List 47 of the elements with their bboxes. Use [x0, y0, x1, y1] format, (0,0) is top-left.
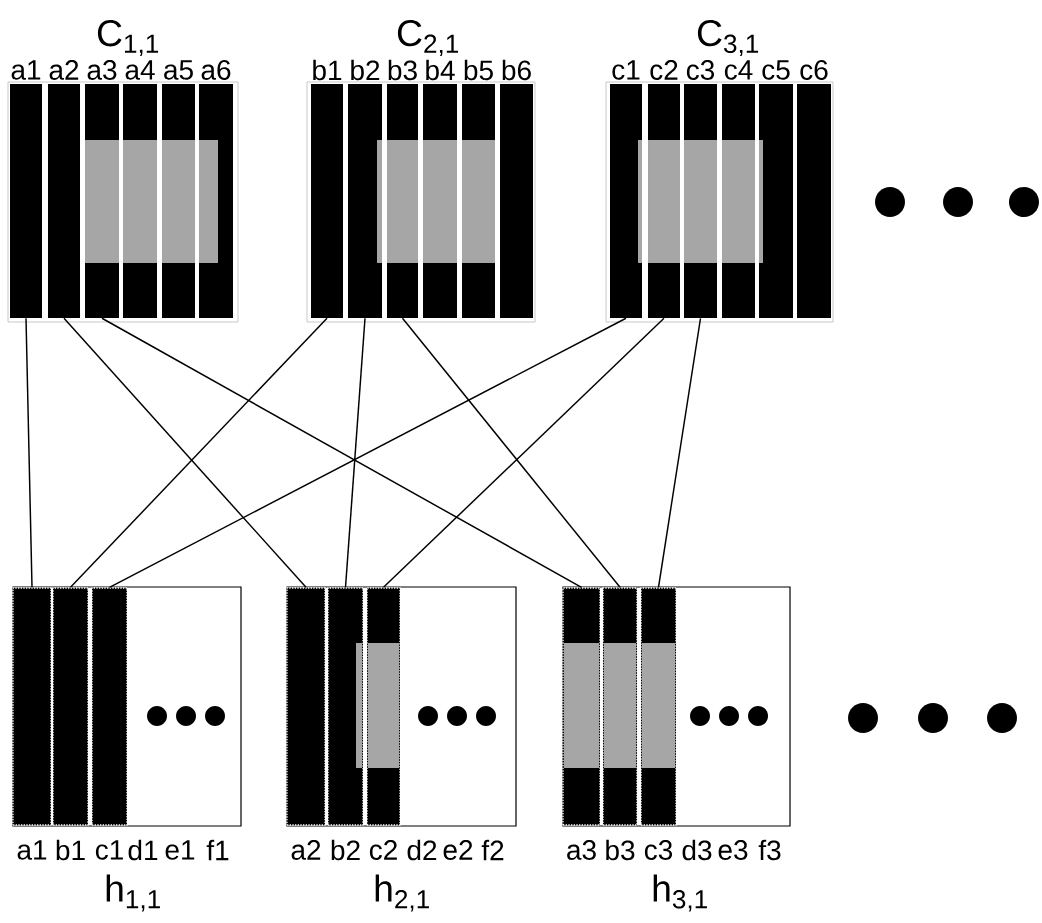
strip-label: a4	[125, 60, 155, 80]
strip-label: c2	[369, 840, 397, 860]
connector-line	[344, 317, 366, 589]
strip-label: c5	[762, 60, 790, 80]
panel-heading: C$_{3,1}$	[697, 19, 759, 57]
strip-label: a1	[17, 840, 47, 860]
panel-heading: C$_{1,1}$	[97, 20, 159, 56]
strip-label: a6	[201, 60, 231, 80]
strip-label: a5	[164, 60, 193, 80]
slot-label: e3	[718, 840, 748, 860]
strip-label: b2	[351, 59, 380, 81]
panel-heading: C$_{2,1}$	[397, 19, 459, 57]
slot-label: d3	[682, 839, 712, 861]
strip-label: b3	[388, 59, 417, 81]
strip-label: c3	[686, 60, 715, 80]
slot-label: e1	[165, 840, 195, 860]
panel-heading: h$_{3,1}$	[653, 874, 707, 912]
strip-label: b6	[502, 59, 531, 81]
connector-line	[401, 317, 621, 589]
panel-heading: h$_{2,1}$	[375, 874, 429, 912]
strip-label: a1	[11, 60, 41, 80]
strip-label: c4	[724, 60, 753, 80]
strip-label: c1	[612, 60, 640, 80]
slot-label: f2	[481, 839, 504, 861]
slot-label: d1	[128, 839, 158, 861]
strip-label: b2	[331, 839, 360, 861]
strip-label: a2	[291, 840, 321, 860]
strip-label: c3	[644, 840, 673, 860]
strip-label: b5	[464, 59, 493, 81]
slot-label: e2	[443, 840, 473, 860]
strip-label: a3	[567, 840, 596, 860]
strip-label: c1	[95, 840, 123, 860]
slot-label: d2	[407, 839, 437, 861]
connector-line	[657, 317, 702, 589]
strip-label: c6	[800, 60, 828, 80]
strip-label: c2	[650, 60, 678, 80]
strip-label: b1	[56, 839, 85, 861]
connector-line	[25, 317, 33, 589]
strip-label: a2	[49, 60, 79, 80]
strip-label: b1	[313, 59, 342, 81]
slot-label: f1	[206, 839, 229, 861]
strip-label: a3	[87, 60, 117, 80]
strip-label: b4	[426, 59, 455, 81]
panel-heading: h$_{1,1}$	[106, 874, 160, 912]
connector-line	[382, 317, 665, 589]
slot-label: f3	[758, 839, 781, 861]
strip-label: b3	[606, 839, 635, 861]
